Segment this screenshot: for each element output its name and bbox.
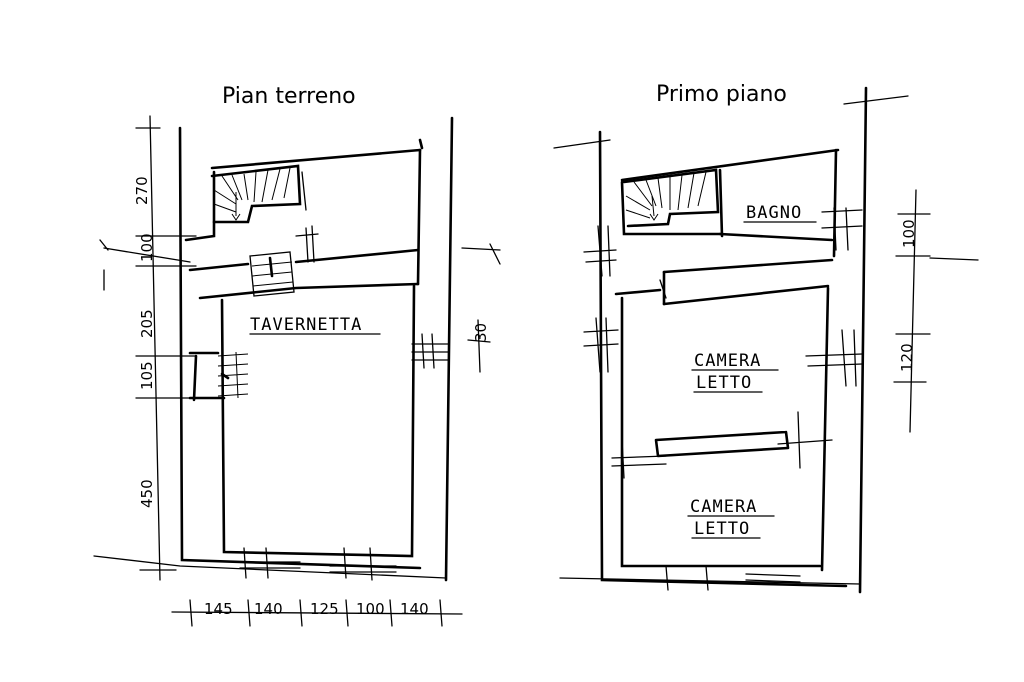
dimension-label: 140 [254,600,283,618]
room-label-bagno: BAGNO [746,203,802,223]
dimension-label: 100 [356,600,385,618]
room-label-camera-1-line2: LETTO [696,373,752,393]
dimension-label: 105 [138,361,156,390]
dimension-label: 205 [138,309,156,338]
ground-floor-walls [178,116,454,582]
room-label-camera-2-line1: CAMERA [690,497,757,517]
room-label-tavernetta: TAVERNETTA [250,315,362,335]
dimension-label: 125 [310,600,339,618]
dimension-label: 145 [204,600,233,618]
first-floor-walls [553,86,909,594]
ground-floor-left-dimension-chain: 270 100 205 105 450 [93,115,447,581]
dimension-label: 100 [900,219,918,248]
ground-floor-side-stair [217,351,249,399]
first-floor-windows [583,207,863,591]
first-floor-staircase [622,168,720,228]
ground-floor-title: Pian terreno [222,84,356,109]
dimension-label: 450 [138,479,156,508]
ground-floor-right-dimension: 30 [461,243,501,373]
dimension-label: 30 [472,323,490,342]
ground-floor-passage-stair [249,251,295,297]
ground-floor-plan: Pian terreno [93,84,501,627]
room-label-camera-2-line2: LETTO [694,519,750,539]
ground-floor-bottom-dimension-chain: 145 140 125 100 140 [171,599,463,627]
first-floor-title: Primo piano [656,82,787,107]
dimension-label: 140 [400,600,429,618]
room-label-camera-1-line1: CAMERA [694,351,761,371]
first-floor-right-dimension-chain: 100 120 [893,189,979,433]
ground-floor-windows [239,333,449,581]
first-floor-plan: Primo piano [553,82,979,594]
ground-floor-staircase [210,164,302,224]
dimension-label: 270 [133,176,151,205]
dimension-label: 100 [138,233,156,262]
dimension-label: 120 [898,343,916,372]
